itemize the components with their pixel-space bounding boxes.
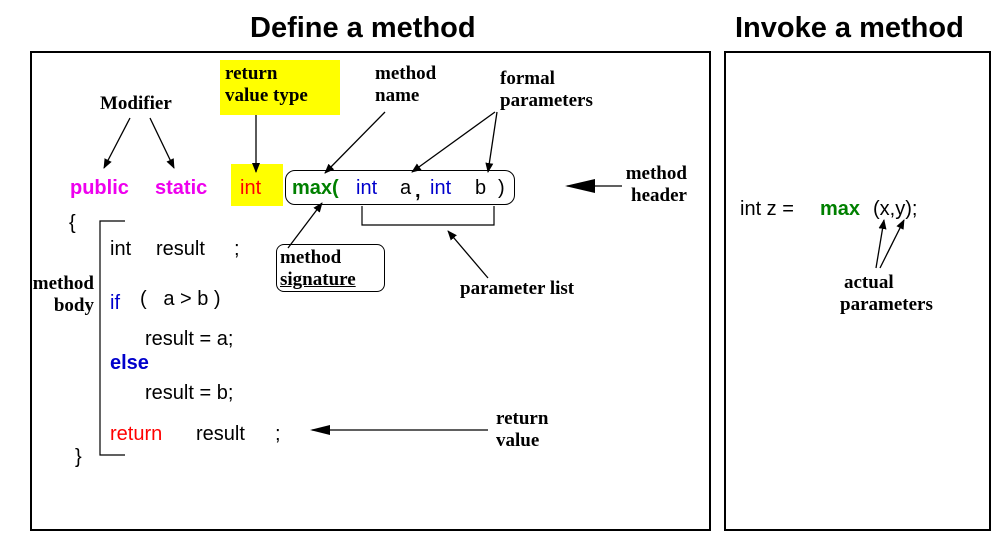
- method-name-arrow: [324, 111, 386, 174]
- method-name-line1: method: [375, 63, 437, 84]
- method-body-bracket: [99, 220, 125, 456]
- method-header-line1: method: [625, 163, 687, 184]
- parameter-list-arrow: [447, 230, 489, 279]
- return-type: int: [240, 177, 262, 199]
- open-brace: {: [69, 212, 76, 234]
- if-keyword: if: [110, 292, 120, 314]
- modifier-public: public: [70, 177, 129, 199]
- actual-parameters-label: actual parameters: [840, 272, 933, 316]
- return-type-label-highlight: [220, 60, 340, 115]
- method-signature-line1: method: [280, 247, 342, 268]
- decl-semicolon: ;: [234, 238, 240, 260]
- invoke-method-name: max: [820, 198, 861, 220]
- parameter-list-bracket: [361, 206, 495, 226]
- else-statement: result = b;: [145, 382, 234, 404]
- method-name-label: method name: [375, 63, 436, 107]
- return-value-type-label: return value type: [225, 63, 308, 107]
- method-header-label: method header: [625, 163, 687, 207]
- return-semicolon: ;: [275, 423, 281, 445]
- define-panel: [30, 51, 711, 531]
- method-signature-arrow: [287, 202, 323, 249]
- return-value: result: [196, 423, 245, 445]
- method-header-outline: [285, 170, 515, 205]
- parameter-list-label: parameter list: [460, 278, 575, 299]
- invoke-title: Invoke a method: [735, 12, 964, 44]
- invoke-lhs: int z =: [740, 198, 794, 220]
- actual-parameters-line1: actual: [844, 272, 894, 293]
- modifier-arrow-public: [103, 117, 131, 169]
- return-value-arrowhead: [310, 425, 330, 435]
- method-header-line2: header: [631, 185, 687, 206]
- close-brace: }: [75, 446, 82, 468]
- decl-name: result: [156, 238, 205, 260]
- method-body-line2: body: [53, 295, 94, 316]
- method-body-label: method body: [14, 273, 94, 317]
- param1-type: int: [356, 177, 378, 199]
- return-value-type-line1: return: [225, 63, 278, 84]
- actual-params-arrow-y: [879, 219, 905, 269]
- invoke-args: (x,y);: [873, 198, 918, 220]
- else-keyword: else: [110, 352, 149, 374]
- return-value-line1: return: [496, 408, 549, 429]
- then-statement: result = a;: [145, 328, 234, 350]
- formal-params-arrow-b: [485, 111, 498, 173]
- return-value-line2: value: [496, 430, 540, 451]
- return-keyword: return: [110, 423, 163, 445]
- method-name-line2: name: [375, 85, 420, 106]
- method-signature-label: method signature: [280, 247, 356, 291]
- return-value-type-line2: value type: [225, 85, 308, 106]
- modifier-static: static: [155, 177, 208, 199]
- method-signature-outline: [276, 244, 385, 292]
- define-title: Define a method: [250, 12, 476, 44]
- param2-name: b: [475, 177, 487, 199]
- invoke-panel: [724, 51, 991, 531]
- actual-parameters-line2: parameters: [840, 294, 933, 315]
- decl-type: int: [110, 238, 132, 260]
- modifier-arrow-static: [149, 117, 175, 169]
- if-condition: ( a > b ): [140, 288, 221, 310]
- method-header-arrowhead: [565, 179, 595, 193]
- formal-parameters-label: formal parameters: [500, 68, 593, 112]
- formal-params-arrow-a: [411, 111, 496, 173]
- return-value-label: return value: [496, 408, 548, 452]
- method-body-line1: method: [32, 273, 94, 294]
- modifier-label: Modifier: [100, 93, 172, 114]
- formal-parameters-line2: parameters: [500, 90, 593, 111]
- method-signature-line2: signature: [280, 269, 356, 290]
- actual-params-arrow-x: [875, 219, 887, 269]
- param1-name: a: [400, 177, 412, 199]
- close-paren: ): [498, 177, 505, 199]
- param-comma: ,: [415, 180, 421, 202]
- formal-parameters-line1: formal: [500, 68, 555, 89]
- method-name: max(: [292, 177, 339, 199]
- param2-type: int: [430, 177, 452, 199]
